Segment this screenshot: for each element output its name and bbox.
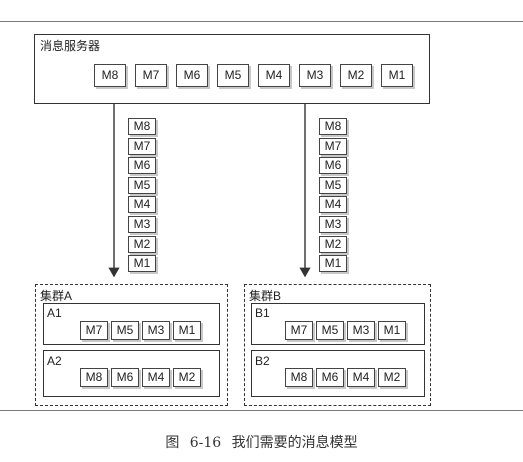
queue-message: M7	[319, 137, 347, 155]
queue-message: M6	[128, 157, 156, 175]
node-b1-name: B1	[255, 306, 270, 320]
server-message: M3	[299, 64, 331, 87]
server-message: M2	[340, 64, 372, 87]
server-message: M7	[135, 64, 167, 87]
queue-message: M4	[319, 196, 347, 214]
node-message: M3	[142, 321, 170, 340]
node-a1-name: A1	[47, 306, 62, 320]
queue-message: M8	[319, 118, 347, 135]
queue-message: M4	[128, 196, 156, 214]
server-message: M5	[217, 64, 249, 87]
server-message: M4	[258, 64, 290, 87]
node-message: M6	[111, 368, 139, 387]
node-message: M2	[173, 368, 201, 387]
node-a2-name: A2	[47, 354, 62, 368]
queue-message: M3	[319, 216, 347, 233]
queue-message: M3	[128, 216, 156, 233]
node-message: M8	[80, 368, 108, 387]
queue-message: M6	[319, 157, 347, 175]
node-b2-name: B2	[255, 354, 270, 368]
queue-message: M2	[319, 235, 347, 253]
cluster-b: 集群B B1 B2	[244, 284, 431, 406]
queue-message: M1	[319, 255, 347, 273]
cluster-a-title: 集群A	[40, 289, 73, 303]
node-message: M6	[316, 368, 344, 387]
queue-message: M2	[128, 235, 156, 253]
server-title: 消息服务器	[40, 39, 101, 53]
figure-caption: 图 6-16 我们需要的消息模型	[165, 435, 358, 451]
node-message: M3	[347, 321, 375, 340]
node-message: M2	[378, 368, 406, 387]
node-message: M1	[378, 321, 406, 340]
top-rule	[0, 21, 523, 22]
bottom-rule	[0, 410, 523, 411]
node-message: M7	[285, 321, 313, 340]
node-message: M4	[347, 368, 375, 387]
cluster-a: 集群A A1 A2	[35, 284, 228, 406]
node-message: M5	[111, 321, 139, 340]
server-message: M8	[94, 64, 126, 87]
node-message: M5	[316, 321, 344, 340]
queue-message: M5	[128, 176, 156, 194]
node-message: M4	[142, 368, 170, 387]
queue-message: M7	[128, 137, 156, 155]
node-message: M7	[80, 321, 108, 340]
queue-message: M5	[319, 176, 347, 194]
cluster-b-title: 集群B	[249, 289, 282, 303]
queue-message: M8	[128, 118, 156, 135]
server-message: M1	[381, 64, 413, 87]
node-message: M1	[173, 321, 201, 340]
node-message: M8	[285, 368, 313, 387]
queue-message: M1	[128, 255, 156, 273]
server-message: M6	[176, 64, 208, 87]
